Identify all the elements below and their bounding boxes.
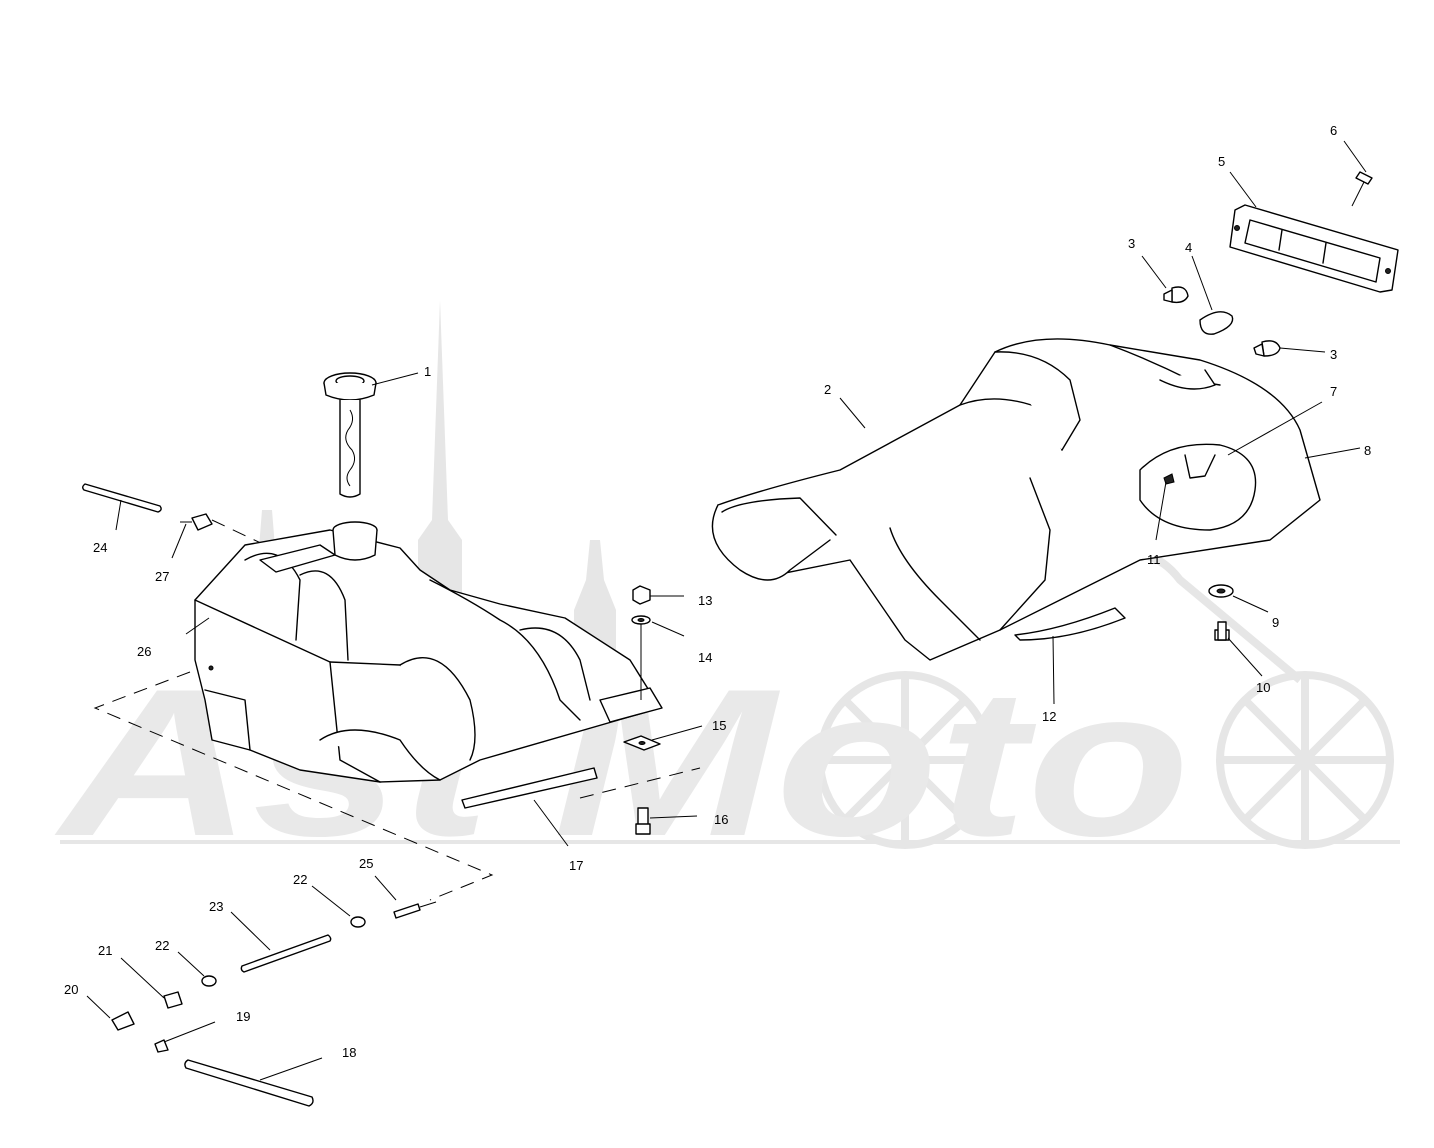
leader-lines xyxy=(86,140,1367,1081)
mounting-hardware xyxy=(461,585,661,835)
callout-3a: 3 xyxy=(1128,236,1135,251)
watermark-spokes xyxy=(820,675,1390,845)
callout-9: 9 xyxy=(1272,615,1279,630)
fuel-cap-gauge xyxy=(323,372,377,498)
screw xyxy=(1351,171,1373,207)
right-hardware xyxy=(1163,473,1234,641)
callout-7: 7 xyxy=(1330,384,1337,399)
callout-16: 16 xyxy=(714,812,728,827)
callout-17: 17 xyxy=(569,858,583,873)
callout-21: 21 xyxy=(98,943,112,958)
callout-23: 23 xyxy=(209,899,223,914)
callout-2: 2 xyxy=(824,382,831,397)
callout-3b: 3 xyxy=(1330,347,1337,362)
callout-10: 10 xyxy=(1256,680,1270,695)
callout-27: 27 xyxy=(155,569,169,584)
callout-1: 1 xyxy=(424,364,431,379)
callout-22b: 22 xyxy=(155,938,169,953)
callout-24: 24 xyxy=(93,540,107,555)
fuel-tank xyxy=(194,521,663,783)
callout-15: 15 xyxy=(712,718,726,733)
callout-5: 5 xyxy=(1218,154,1225,169)
callout-22a: 22 xyxy=(293,872,307,887)
callout-25: 25 xyxy=(359,856,373,871)
callout-20: 20 xyxy=(64,982,78,997)
callout-13: 13 xyxy=(698,593,712,608)
callout-11: 11 xyxy=(1147,552,1161,567)
callout-labels: 1 2 3 3 4 5 6 7 8 9 10 11 12 13 14 15 16… xyxy=(64,123,1371,1060)
hoses-fittings xyxy=(82,483,437,1107)
seat-assembly xyxy=(711,338,1321,661)
callout-8: 8 xyxy=(1364,443,1371,458)
callout-6: 6 xyxy=(1330,123,1337,138)
taillight-lens xyxy=(1229,204,1399,293)
callout-19: 19 xyxy=(236,1009,250,1024)
callout-26: 26 xyxy=(137,644,151,659)
assembly-lines xyxy=(93,519,701,901)
callout-14: 14 xyxy=(698,650,712,665)
callout-4: 4 xyxy=(1185,240,1192,255)
bulbs xyxy=(1163,286,1281,357)
callout-18: 18 xyxy=(342,1045,356,1060)
callout-12: 12 xyxy=(1042,709,1056,724)
